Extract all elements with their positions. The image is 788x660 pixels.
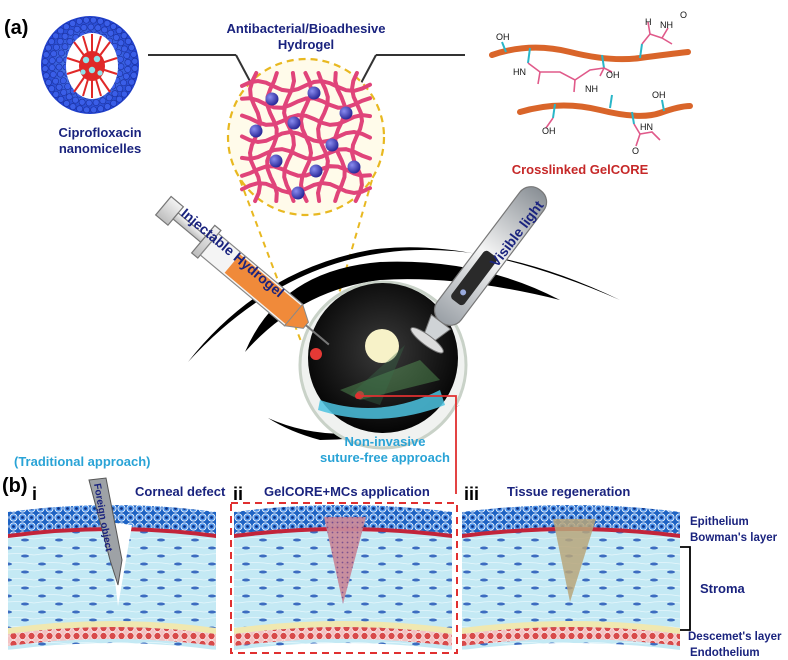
cornea-bowman-layer bbox=[234, 527, 452, 538]
cornea-bowman-layer bbox=[462, 527, 680, 538]
chem-ho-1: OH bbox=[652, 90, 666, 100]
cornea-endothelium bbox=[462, 627, 680, 646]
chem-hn-1: HN bbox=[513, 67, 526, 77]
light-pen-icon bbox=[410, 186, 548, 354]
hydrogel-title-line2: Hydrogel bbox=[278, 37, 334, 52]
light-beam bbox=[350, 345, 405, 405]
chem-ho-2: OH bbox=[542, 126, 556, 136]
step-i-num: i bbox=[32, 484, 37, 504]
step-iii-title: Tissue regeneration bbox=[507, 484, 630, 499]
cornea-endothelium bbox=[234, 627, 452, 646]
step-ii-num: ii bbox=[233, 484, 243, 504]
zoom-line-right bbox=[321, 179, 373, 353]
stroma-bracket bbox=[680, 546, 691, 631]
approach-line1: Non-invasive bbox=[345, 434, 426, 449]
eye-to-panel-connector bbox=[358, 395, 457, 494]
chem-h-1: H bbox=[645, 17, 652, 27]
cornea-descemet-layer bbox=[8, 621, 216, 634]
cornea-descemet-layer bbox=[234, 621, 452, 634]
approach-line2: suture-free approach bbox=[320, 450, 450, 465]
micelle-label-line2: nanomicelles bbox=[59, 141, 141, 156]
layer-bowman: Bowman's layer bbox=[690, 532, 778, 544]
chem-hn-2: HN bbox=[640, 122, 653, 132]
cornea-bowman-layer bbox=[8, 527, 216, 538]
chem-nh-1: NH bbox=[585, 84, 598, 94]
cornea-endothelium bbox=[8, 627, 216, 646]
step-iii-num: iii bbox=[464, 484, 479, 504]
crosslinked-label: Crosslinked GelCORE bbox=[512, 162, 649, 177]
foreign-object bbox=[88, 477, 123, 586]
hydrogel-network bbox=[226, 57, 386, 217]
chem-oh-1: OH bbox=[496, 32, 510, 42]
traditional-label: (Traditional approach) bbox=[14, 454, 151, 469]
panel-a-tag: (a) bbox=[4, 17, 28, 39]
syringe-icon bbox=[154, 195, 330, 346]
gelcore-structure: OH HN H NH O OH NH OH OH HN O bbox=[489, 10, 693, 156]
nanomicelle-icon bbox=[41, 16, 139, 114]
highlight-box-ii bbox=[230, 502, 458, 654]
cornea-stroma bbox=[8, 515, 216, 650]
panel-b-tag: (b) bbox=[2, 475, 28, 497]
step-ii-title: GelCORE+MCs application bbox=[264, 484, 430, 499]
regenerated-tissue bbox=[553, 519, 596, 602]
chem-o-2: O bbox=[632, 146, 639, 156]
layer-stroma: Stroma bbox=[700, 581, 746, 596]
chem-oh-2: OH bbox=[606, 70, 620, 80]
chem-o-1: O bbox=[680, 10, 687, 20]
step-i-title: Corneal defect bbox=[135, 484, 226, 499]
connector-dot bbox=[355, 393, 361, 399]
layer-endothelium: Endothelium bbox=[690, 647, 760, 659]
layer-descemet: Descemet's layer bbox=[688, 631, 782, 643]
layer-epithelium: Epithelium bbox=[690, 516, 749, 528]
chem-n-1: NH bbox=[660, 20, 673, 30]
gel-filled-defect bbox=[324, 517, 366, 604]
cornea-descemet-layer bbox=[462, 621, 680, 634]
micelle-label-line1: Ciprofloxacin bbox=[58, 125, 141, 140]
hydrogel-title-line1: Antibacterial/Bioadhesive bbox=[227, 21, 386, 36]
zoom-line-left bbox=[239, 179, 306, 353]
